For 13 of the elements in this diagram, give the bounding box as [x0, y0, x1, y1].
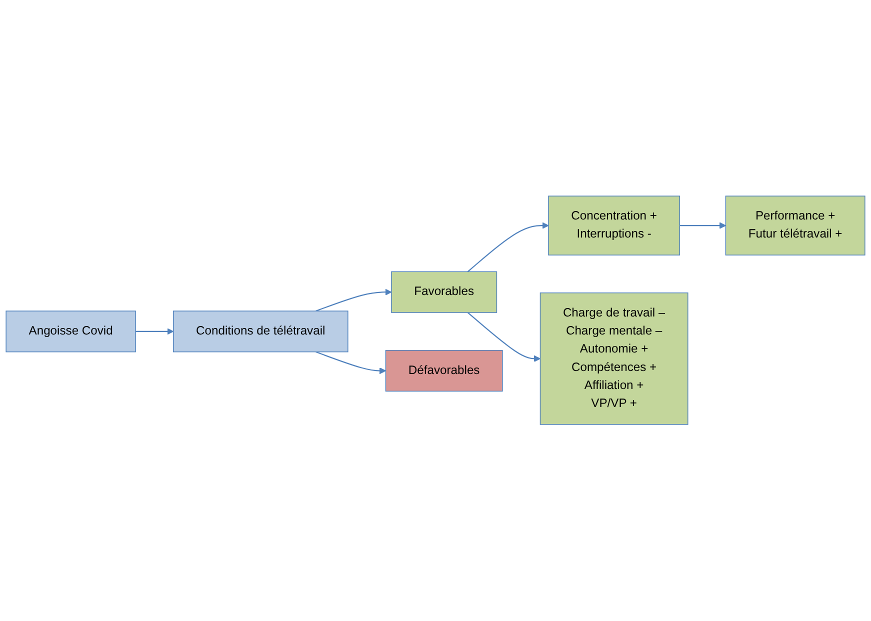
arrow	[316, 289, 392, 312]
node-box: Charge de travail – Charge mentale – Autonomie + Compétences + Affiliation + VP/VP +	[540, 292, 688, 426]
arrow	[467, 312, 541, 362]
arrow	[136, 328, 174, 335]
node-box: Favorables	[391, 272, 498, 314]
node-box: Concentration + Interruptions -	[548, 196, 680, 256]
arrow	[316, 352, 386, 374]
arrow	[467, 222, 549, 272]
arrow	[680, 222, 726, 230]
node-box: Conditions de télétravail	[172, 310, 348, 352]
node-box: Angoisse Covid	[6, 310, 136, 352]
node-box: Performance + Futur télétravail +	[725, 196, 866, 256]
node-box: Défavorables	[385, 350, 503, 392]
